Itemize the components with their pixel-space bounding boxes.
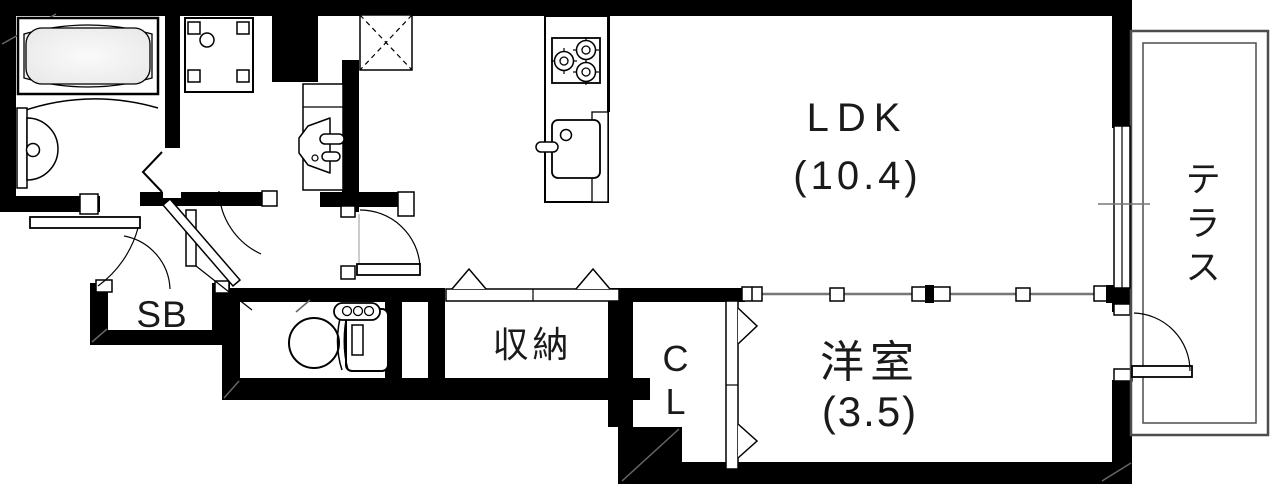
terrace-label: テラス — [1180, 160, 1221, 292]
hall-toilet-door — [356, 209, 421, 276]
bath-floor-curve — [19, 98, 159, 113]
washbasin — [298, 83, 345, 191]
bedroom-label: 洋室 — [820, 338, 920, 387]
shoebox-label: SB — [136, 294, 188, 335]
gas-stove — [551, 37, 601, 85]
toilet — [288, 302, 389, 372]
bathtub — [16, 16, 160, 96]
terrace-outline — [1129, 29, 1270, 437]
kitchen-counter — [535, 15, 609, 203]
ldk-size-label: (10.4) — [793, 154, 922, 198]
closet-folding-doors — [725, 300, 759, 470]
refrigerator-space — [359, 14, 413, 71]
ldk-bedroom-partition — [741, 285, 1114, 303]
terrace-door — [1131, 312, 1193, 378]
storage-folding-doors — [445, 267, 620, 302]
washing-machine-pan — [184, 17, 254, 93]
ldk-label: LDK — [806, 96, 909, 140]
burner-1 — [551, 48, 577, 74]
sanitary-room-door — [29, 216, 141, 287]
bath-folding-door — [141, 148, 181, 198]
burner-3 — [573, 59, 599, 85]
bedroom-size-label: (3.5) — [821, 388, 919, 435]
storage-label: 収納 — [492, 324, 573, 365]
terrace-window — [1098, 125, 1150, 289]
entrance-door — [123, 190, 262, 311]
bathroom — [16, 16, 181, 198]
bath-shower-basin — [25, 117, 59, 181]
closet-label: CL — [655, 338, 696, 424]
kitchen-sink — [535, 119, 601, 179]
bath-counter — [16, 107, 28, 189]
